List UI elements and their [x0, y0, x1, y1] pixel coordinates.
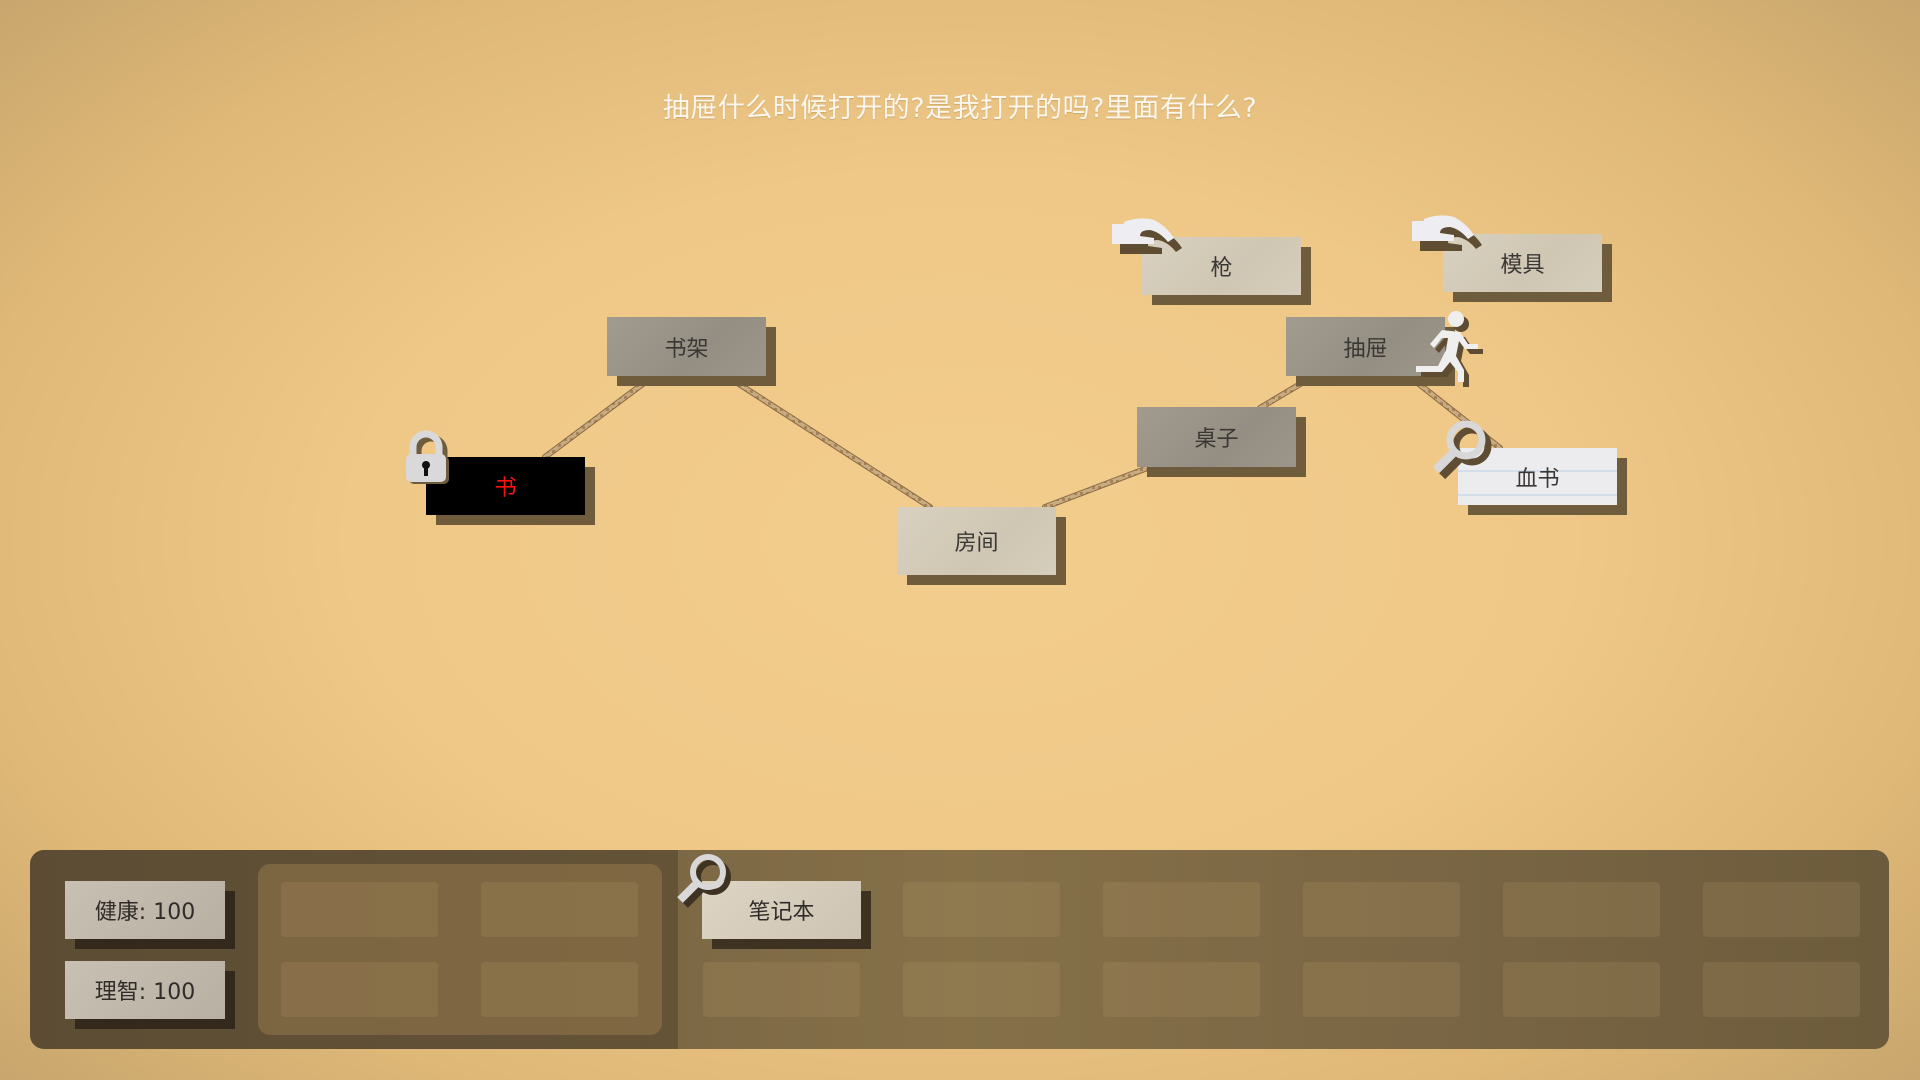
health-label: 健康: 100: [94, 900, 196, 925]
node-bookshelf[interactable]: 书架: [607, 317, 766, 376]
node-mold[interactable]: 模具: [1443, 234, 1602, 292]
node-gun[interactable]: 枪: [1142, 237, 1301, 295]
node-label: 模具: [1500, 253, 1545, 278]
equipment-slot[interactable]: [281, 962, 438, 1017]
sanity-label: 理智: 100: [94, 980, 196, 1005]
node-label: 书架: [664, 336, 709, 362]
node-label: 血书: [1515, 466, 1560, 492]
rope-bookshelf-room: [725, 374, 933, 510]
magnifier-icon: [677, 854, 731, 908]
node-room[interactable]: 房间: [897, 507, 1056, 575]
node-drawer[interactable]: 抽屉: [1286, 317, 1445, 376]
node-desk[interactable]: 桌子: [1137, 407, 1296, 467]
lock-icon: [406, 430, 449, 484]
equipment-slot[interactable]: [481, 882, 638, 937]
rope-book-bookshelf: [542, 374, 655, 460]
inventory-slot[interactable]: [1303, 962, 1460, 1017]
node-label: 桌子: [1194, 427, 1239, 452]
inventory-slot[interactable]: [903, 962, 1060, 1017]
sanity-stat: 理智: 100: [65, 961, 225, 1019]
equipment-box: [258, 864, 662, 1035]
node-book[interactable]: 书: [426, 457, 585, 515]
magnifier-icon: [1432, 420, 1492, 480]
inventory-item-notebook[interactable]: 笔记本: [702, 881, 861, 939]
rope-room-desk: [1042, 464, 1153, 510]
inventory-slot[interactable]: [1503, 962, 1660, 1017]
health-stat: 健康: 100: [65, 881, 225, 939]
equipment-slot[interactable]: [481, 962, 638, 1017]
item-label: 笔记本: [748, 900, 815, 925]
rope-desk-drawer: [1257, 374, 1315, 411]
node-label: 书: [494, 476, 517, 501]
inventory-slot[interactable]: [703, 962, 860, 1017]
inventory-slot[interactable]: [903, 882, 1060, 937]
node-label: 房间: [954, 531, 999, 556]
grab-hand-icon: [1412, 215, 1482, 251]
running-person-icon: [1416, 311, 1483, 387]
inventory-slot[interactable]: [1703, 882, 1860, 937]
inventory-slot[interactable]: [1703, 962, 1860, 1017]
question-text: 抽屉什么时候打开的?是我打开的吗?里面有什么?: [662, 93, 1258, 124]
inventory-slot[interactable]: [1103, 882, 1260, 937]
inventory-slot[interactable]: [1103, 962, 1260, 1017]
inventory-slot[interactable]: [1503, 882, 1660, 937]
inventory-slot[interactable]: [1303, 882, 1460, 937]
grab-hand-icon: [1112, 218, 1182, 254]
equipment-slot[interactable]: [281, 882, 438, 937]
node-label: 枪: [1210, 256, 1233, 281]
node-label: 抽屉: [1343, 336, 1388, 362]
